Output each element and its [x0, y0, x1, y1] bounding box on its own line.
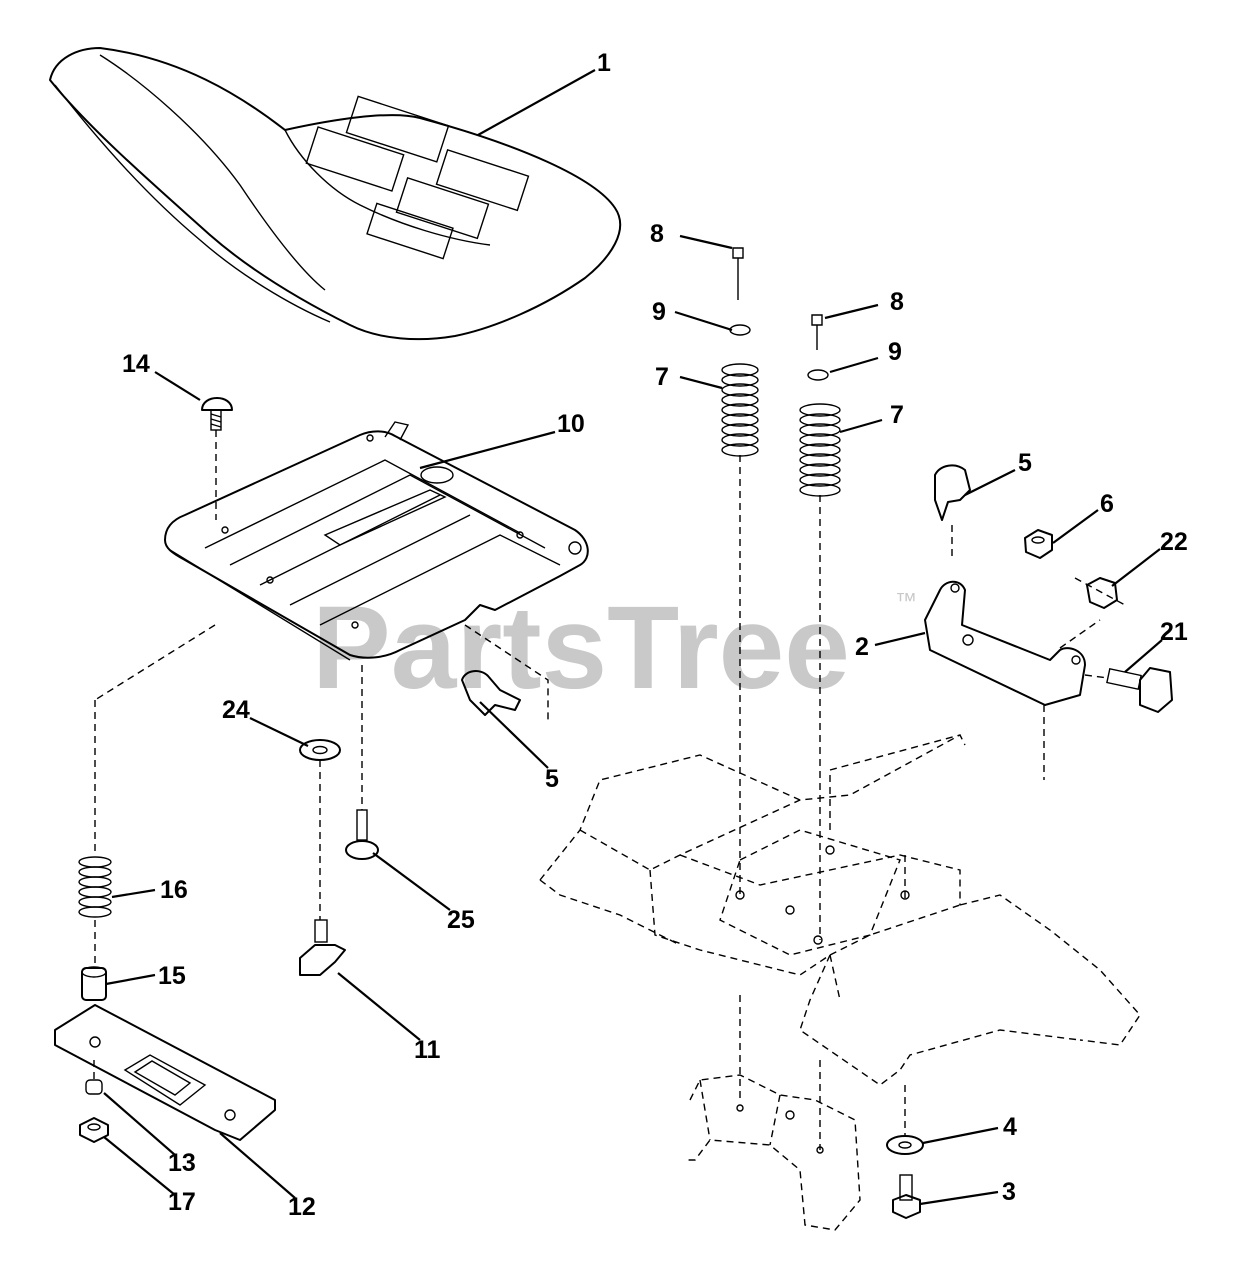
watermark-trademark: ™: [895, 588, 917, 613]
label-24: 24: [222, 696, 250, 724]
label-13: 13: [168, 1149, 196, 1177]
part-bolt-25[interactable]: [345, 665, 379, 860]
part-washer-24[interactable]: [299, 739, 341, 920]
label-8-right: 8: [890, 288, 904, 316]
part-clip-lower[interactable]: [461, 624, 549, 720]
part-lower-bracket-outline: [688, 995, 861, 1231]
leader-lines: [103, 69, 1163, 1206]
label-6: 6: [1100, 490, 1114, 518]
label-15: 15: [158, 962, 186, 990]
part-bracket[interactable]: [924, 580, 1101, 780]
label-1: 1: [597, 49, 611, 77]
part-nut-17[interactable]: [79, 1117, 109, 1143]
part-nut-13[interactable]: [85, 1060, 103, 1095]
part-shoulder-bolt[interactable]: [1084, 667, 1173, 713]
label-9-right: 9: [888, 338, 902, 366]
part-nut[interactable]: [1024, 529, 1053, 559]
label-17: 17: [168, 1188, 196, 1216]
label-4: 4: [1003, 1113, 1017, 1141]
label-11: 11: [414, 1036, 441, 1064]
label-7-right: 7: [890, 401, 904, 429]
label-12: 12: [288, 1193, 316, 1221]
part-labels: 1 14 10 8 9 7 8 9 7 5 6 22 2 21 5 24 25 …: [122, 49, 1188, 1221]
part-fender-outline: [539, 734, 1141, 1086]
watermark-text: PartsTree: [312, 582, 850, 714]
part-spring-right[interactable]: [799, 314, 841, 940]
part-carriage-bolt[interactable]: [201, 397, 233, 520]
label-7-left: 7: [655, 363, 669, 391]
label-2: 2: [855, 633, 869, 661]
label-5-lower: 5: [545, 765, 559, 793]
part-spring-16[interactable]: [78, 624, 216, 968]
part-plate-12[interactable]: [54, 1004, 276, 1141]
part-spacer-15[interactable]: [81, 966, 107, 1001]
part-spring-left[interactable]: [721, 247, 759, 895]
part-seat[interactable]: [49, 47, 622, 341]
label-21: 21: [1160, 618, 1188, 646]
part-seat-pan[interactable]: [164, 421, 589, 661]
part-washer-4[interactable]: [886, 1085, 924, 1155]
label-25: 25: [447, 906, 475, 934]
label-10: 10: [557, 410, 585, 438]
label-9-left: 9: [652, 298, 666, 326]
part-clip-upper[interactable]: [934, 464, 971, 560]
part-knob-11[interactable]: [299, 919, 346, 976]
label-16: 16: [160, 876, 188, 904]
part-locknut[interactable]: [1074, 577, 1126, 609]
label-22: 22: [1160, 528, 1188, 556]
part-bolt-3[interactable]: [892, 1174, 921, 1219]
label-5-upper: 5: [1018, 449, 1032, 477]
label-14: 14: [122, 350, 150, 378]
label-3: 3: [1002, 1178, 1016, 1206]
label-8-left: 8: [650, 220, 664, 248]
